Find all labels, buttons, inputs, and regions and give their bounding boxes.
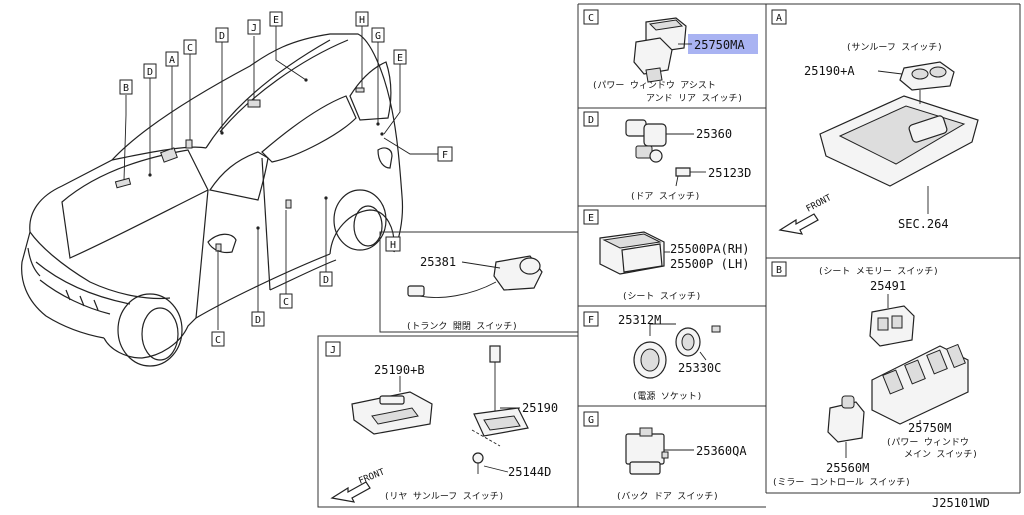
part-number-25190-plus-b: 25190+B — [374, 363, 425, 377]
svg-text:D: D — [323, 275, 329, 286]
part-number-25123d: 25123D — [708, 166, 751, 180]
caption-g: (バック ドア スイッチ) — [616, 491, 719, 502]
caption-b-window-1: (パワー ウィンドウ — [886, 437, 969, 448]
part-number-25330c: 25330C — [678, 361, 721, 375]
car-label-f: F — [437, 146, 453, 162]
caption-j: (リヤ サンルーフ スイッチ) — [384, 491, 504, 502]
part-number-25144d: 25144D — [508, 465, 551, 479]
power-window-assist-switch-illustration — [633, 17, 687, 83]
car-label-e: E — [393, 49, 407, 65]
part-number-25360: 25360 — [696, 127, 732, 141]
svg-text:C: C — [283, 297, 289, 308]
panel-g: G 25360QA (バック ドア スイッチ) — [583, 411, 747, 502]
diagram-code: J25101WD — [932, 496, 990, 510]
front-direction-label: FRONT — [357, 467, 386, 487]
mirror-control-switch-illustration — [827, 395, 865, 458]
car-label-d: D — [319, 271, 333, 287]
car-label-a: A — [165, 51, 179, 67]
part-number-25312m: 25312M — [618, 313, 661, 327]
back-door-switch-illustration — [625, 427, 669, 475]
caption-b-window-2: メイン スイッチ) — [904, 449, 978, 460]
front-arrow-icon — [330, 481, 371, 503]
section-reference: SEC.264 — [898, 217, 949, 231]
caption-h: (トランク 開閉 スイッチ) — [406, 321, 518, 332]
car-label-j: J — [247, 19, 261, 35]
panel-b: B (シート メモリー スイッチ) 25491 25750M (パワー ウィンド… — [771, 261, 978, 488]
svg-text:C: C — [215, 335, 221, 346]
front-direction-label: FRONT — [805, 193, 834, 215]
part-number-25190: 25190 — [522, 401, 558, 415]
part-number-25360qa: 25360QA — [696, 444, 747, 458]
part-number-25190-plus-a: 25190+A — [804, 64, 855, 78]
rear-sunroof-switch-illustration — [351, 345, 529, 474]
caption-d: (ドア スイッチ) — [630, 191, 700, 202]
part-number-25750m: 25750M — [908, 421, 951, 435]
svg-text:D: D — [219, 31, 225, 42]
caption-a: (サンルーフ スイッチ) — [846, 42, 943, 53]
svg-text:H: H — [390, 240, 396, 251]
caption-b-mirror: (ミラー コントロール スイッチ) — [772, 477, 911, 488]
power-socket-illustration — [633, 325, 721, 379]
svg-text:H: H — [359, 15, 365, 26]
car-label-c: C — [279, 293, 293, 309]
trunk-open-switch-illustration — [407, 255, 543, 298]
svg-text:J: J — [251, 23, 257, 34]
part-number-25381: 25381 — [420, 255, 456, 269]
panel-a: A (サンルーフ スイッチ) 25190+A FRONT SEC.264 — [771, 9, 979, 235]
panel-c: C 25750MA (パワー ウィンドウ アシスト アンド リア スイッチ) — [583, 9, 758, 104]
car-label-c: C — [183, 39, 197, 55]
panel-j: J 25190+B 25190 25144D FRONT (リヤ サンルーフ ス… — [325, 341, 558, 503]
svg-text:D: D — [255, 315, 261, 326]
svg-text:F: F — [442, 150, 448, 161]
seat-switch-illustration — [599, 231, 665, 275]
part-highlight — [688, 34, 758, 54]
caption-c-line2: アンド リア スイッチ) — [646, 93, 743, 104]
car-label-e: E — [269, 11, 283, 27]
svg-text:E: E — [397, 53, 403, 64]
svg-text:J: J — [330, 345, 336, 356]
part-number-25500p-lh: 25500P (LH) — [670, 257, 749, 271]
front-arrow-icon — [778, 213, 819, 235]
vehicle-overview: B D A C D J E H G E F D C C D — [21, 11, 453, 367]
svg-text:B: B — [776, 265, 782, 276]
svg-text:C: C — [187, 43, 193, 54]
svg-text:E: E — [588, 213, 594, 224]
svg-text:G: G — [588, 415, 594, 426]
part-number-25750ma: 25750MA — [694, 38, 745, 52]
power-window-main-switch-illustration — [871, 343, 969, 425]
caption-c-line1: (パワー ウィンドウ アシスト — [592, 80, 716, 91]
svg-text:D: D — [147, 67, 153, 78]
sunroof-switch-illustration — [819, 61, 979, 187]
seat-memory-switch-illustration — [869, 294, 915, 347]
caption-e: (シート スイッチ) — [622, 291, 701, 302]
svg-text:A: A — [169, 55, 175, 66]
car-label-d: D — [143, 63, 157, 79]
car-label-g: G — [371, 27, 385, 43]
caption-f: (電源 ソケット) — [632, 391, 702, 402]
car-label-c: C — [211, 331, 225, 347]
panel-d: D 25360 25123D (ドア スイッチ) — [583, 111, 751, 202]
panel-e: E 25500PA(RH) 25500P (LH) (シート スイッチ) — [583, 209, 749, 302]
caption-b-seat-memory: (シート メモリー スイッチ) — [818, 266, 939, 277]
part-number-25491: 25491 — [870, 279, 906, 293]
svg-text:C: C — [588, 13, 594, 24]
panel-frames — [317, 3, 1021, 508]
car-label-d: D — [215, 27, 229, 43]
svg-text:D: D — [588, 115, 594, 126]
part-number-25560m: 25560M — [826, 461, 869, 475]
car-label-d: D — [251, 311, 265, 327]
svg-text:E: E — [273, 15, 279, 26]
panel-h: H 25381 (トランク 開閉 スイッチ) — [385, 236, 543, 332]
car-label-b: B — [119, 79, 133, 95]
panel-f: F 25312M 25330C (電源 ソケット) — [583, 311, 721, 402]
car-label-h: H — [355, 11, 369, 27]
svg-text:A: A — [776, 13, 782, 24]
svg-text:B: B — [123, 83, 129, 94]
svg-text:G: G — [375, 31, 381, 42]
part-number-25500pa-rh: 25500PA(RH) — [670, 242, 749, 256]
svg-text:F: F — [588, 315, 594, 326]
door-switch-illustration — [625, 119, 691, 187]
